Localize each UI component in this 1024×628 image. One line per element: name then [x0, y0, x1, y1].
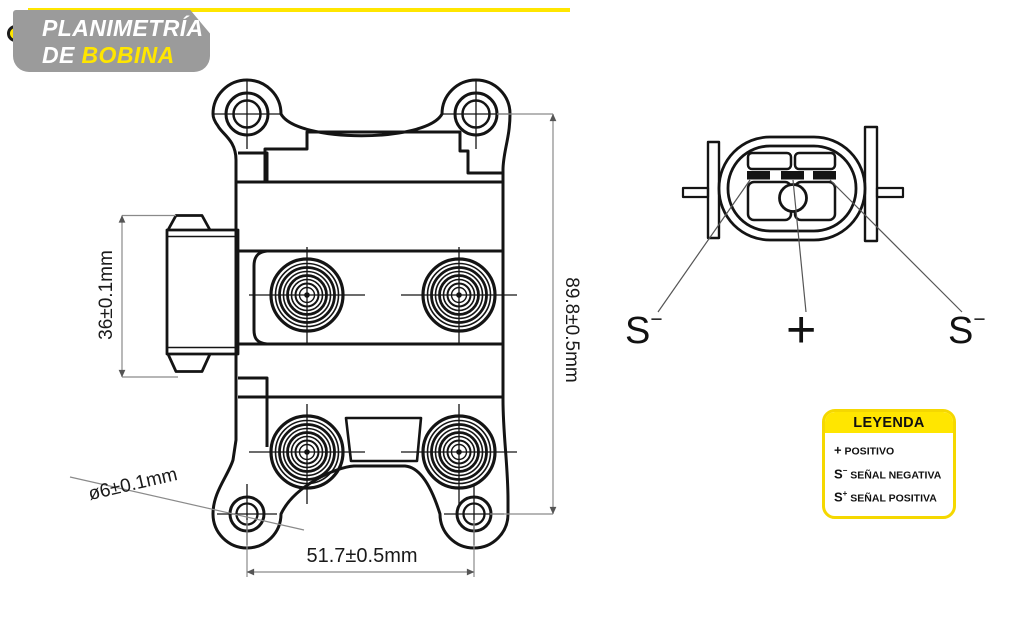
connector-face-view	[657, 125, 963, 313]
accent-line	[28, 8, 570, 12]
pin-label-signal-left: S−	[625, 308, 663, 352]
legend-rows: + POSITIVO S− SEÑAL NEGATIVA S+ SEÑAL PO…	[825, 433, 953, 516]
page-title-line2-highlight: BOBINA	[81, 42, 175, 68]
legend-row-positive: + POSITIVO	[834, 442, 895, 458]
page-title-line2: DE BOBINA	[42, 42, 210, 69]
legend-row-negative-signal: S− SEÑAL NEGATIVA	[834, 465, 942, 482]
legend-title: LEYENDA	[825, 412, 953, 433]
hole-diameter-leader	[69, 476, 305, 531]
dimension-lines	[69, 113, 557, 577]
dimension-body-height: 89.8±0.5mm	[561, 277, 582, 383]
page-title-line2-prefix: DE	[42, 42, 82, 68]
legend-row-positive-signal: S+ SEÑAL POSITIVA	[834, 489, 937, 505]
coil-towers	[249, 247, 517, 504]
coil-body-outline	[211, 78, 512, 550]
title-banner-shape: PLANIMETRÍA DE BOBINA	[13, 10, 210, 72]
dimension-hole-spacing: 51.7±0.5mm	[306, 545, 418, 567]
pin-label-positive: +	[786, 301, 817, 359]
pin-leader-lines	[657, 179, 963, 313]
page-title-line1: PLANIMETRÍA	[42, 15, 204, 41]
dimension-connector-height: 36±0.1mm	[96, 250, 117, 340]
coil-connector-plug	[165, 214, 240, 373]
legend-box: LEYENDA + POSITIVO S− SEÑAL NEGATIVA S+ …	[822, 409, 956, 519]
pin-label-signal-right: S−	[948, 308, 986, 352]
connector-pins	[747, 171, 836, 180]
